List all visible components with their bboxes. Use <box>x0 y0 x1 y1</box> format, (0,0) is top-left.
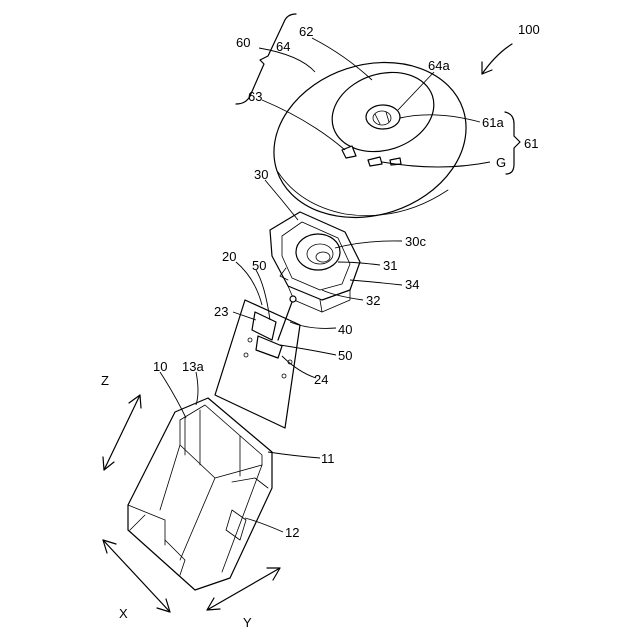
label-50-lower: 50 <box>338 348 352 363</box>
label-40: 40 <box>338 322 352 337</box>
label-100: 100 <box>518 22 540 37</box>
label-20: 20 <box>222 249 236 264</box>
label-64a: 64a <box>428 58 450 73</box>
bracket-60 <box>236 14 296 104</box>
label-11: 11 <box>321 451 335 466</box>
label-30c: 30c <box>405 234 426 249</box>
label-50-upper: 50 <box>252 258 266 273</box>
disc-center-hole-64a <box>366 105 400 129</box>
label-61: 61 <box>524 136 538 151</box>
housing-10 <box>128 398 272 590</box>
axis-z-arrow-icon <box>103 395 141 470</box>
pin-40 <box>290 296 296 302</box>
label-60: 60 <box>236 35 250 50</box>
label-64: 64 <box>276 39 290 54</box>
axis-label-z: Z <box>101 373 109 388</box>
label-13a: 13a <box>182 359 204 374</box>
label-10: 10 <box>153 359 167 374</box>
label-61a: 61a <box>482 115 504 130</box>
assembly-arrow-icon <box>482 44 512 74</box>
label-31: 31 <box>383 258 397 273</box>
label-32: 32 <box>366 293 380 308</box>
label-12: 12 <box>285 525 299 540</box>
label-23: 23 <box>214 304 228 319</box>
label-30: 30 <box>254 167 268 182</box>
disc-component-60 <box>254 38 487 241</box>
label-63: 63 <box>248 89 262 104</box>
bracket-61 <box>505 112 520 174</box>
axis-label-y: Y <box>243 615 252 630</box>
axis-label-x: X <box>119 606 128 621</box>
label-G: G <box>496 155 506 170</box>
label-24: 24 <box>314 372 328 387</box>
label-62: 62 <box>299 24 313 39</box>
label-34: 34 <box>405 277 419 292</box>
